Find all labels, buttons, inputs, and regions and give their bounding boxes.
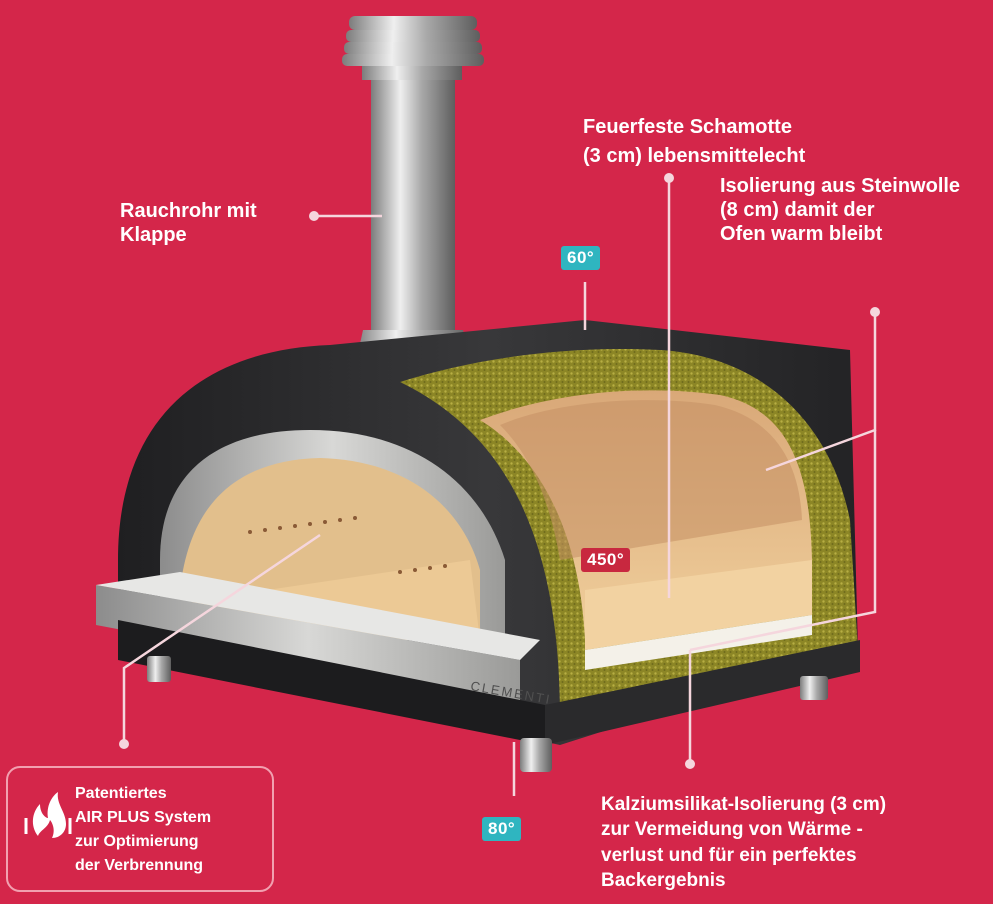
rockwool-label-line: (8 cm) damit der: [720, 199, 875, 221]
callout-lines: [122, 178, 877, 796]
fireclay-label: Feuerfeste Schamotte (3 cm) lebensmittel…: [583, 113, 805, 171]
airplus-box: [6, 766, 274, 892]
airplus-label-line: der Verbrennung: [75, 857, 204, 874]
calcium-label: Kalziumsilikat-Isolierung (3 cm) zur Ver…: [601, 792, 886, 894]
callout-dots: [119, 173, 880, 769]
calcium-label-line: Kalziumsilikat-Isolierung (3 cm): [601, 794, 887, 815]
foot-right: [800, 676, 828, 700]
chimney-label-line: Klappe: [120, 224, 187, 247]
rockwool-label: Isolierung aus Steinwolle (8 cm) damit d…: [720, 174, 960, 246]
calcium-label-line: zur Vermeidung von Wärme -: [601, 819, 863, 841]
temp-badge-bottom: 80°: [482, 817, 522, 841]
airplus-label-line: zur Optimierung: [75, 833, 199, 850]
temp-badge-inside: 450°: [581, 548, 631, 572]
chimney-cap: [342, 16, 484, 80]
chimney-pipe: [371, 80, 455, 342]
airplus-label-line: Patentiertes: [75, 785, 167, 802]
calcium-silicate-layer: [585, 615, 812, 670]
airplus-label-line: AIR PLUS System: [75, 809, 212, 826]
fireclay-label-line: Feuerfeste Schamotte: [583, 116, 792, 138]
fireclay-label-line: (3 cm) lebensmittelecht: [583, 145, 806, 167]
rockwool-label-line: Isolierung aus Steinwolle: [720, 175, 961, 197]
fireclay-floor: [585, 560, 812, 650]
temp-badge-top: 60°: [561, 246, 601, 270]
chimney-label-line: Rauchrohr mit: [120, 200, 257, 222]
flame-icon: [24, 792, 72, 838]
foot-front: [520, 738, 552, 772]
air-holes: [248, 516, 447, 574]
chimney-label: Rauchrohr mit Klappe: [120, 199, 257, 248]
calcium-label-line: Backergebnis: [601, 870, 726, 892]
foot-left: [147, 656, 171, 682]
calcium-label-line: verlust und für ein perfektes: [601, 844, 857, 866]
airplus-label: Patentiertes AIR PLUS System zur Optimie…: [75, 782, 211, 878]
rockwool-label-line: Ofen warm bleibt: [720, 223, 883, 245]
